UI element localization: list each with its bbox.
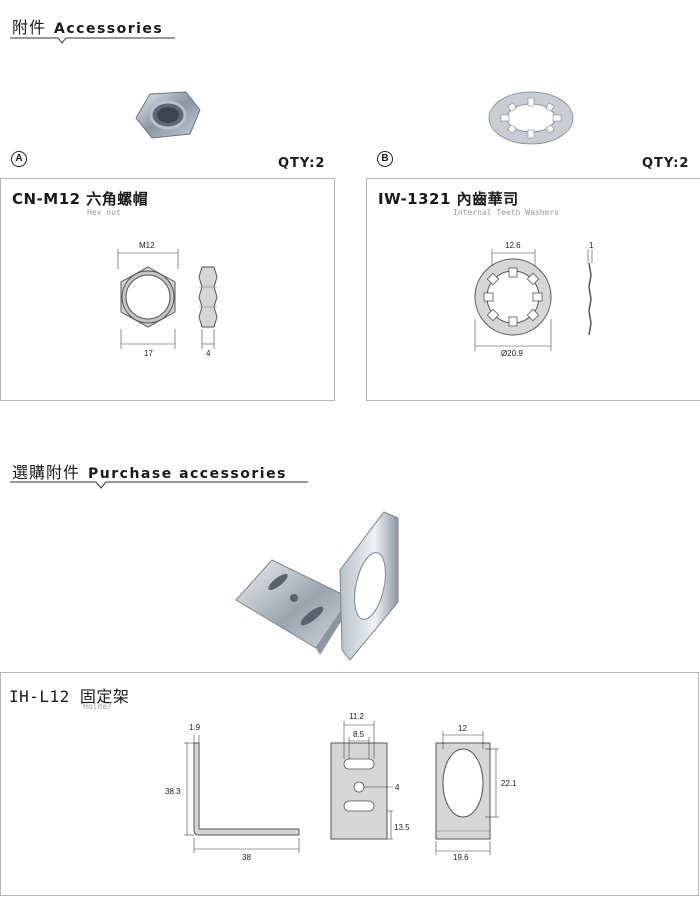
purchase-title-zh: 選購附件 (12, 463, 81, 482)
holder-dim-height: 38.3 (165, 787, 181, 796)
holder-dim-length: 38 (242, 853, 251, 862)
purchase-section-title: 選購附件 Purchase accessories (12, 459, 287, 483)
accessories-section-title: 附件 Accessories (12, 14, 163, 38)
washer-card: IW-1321 內齒華司 Internal Teeth Washers 12.6… (366, 178, 700, 401)
accessories-title-underline (10, 37, 175, 44)
purchase-title-underline (10, 481, 308, 489)
hex-nut-subtitle: Hex nut (87, 208, 121, 217)
holder-dim-thickness: 1.9 (189, 723, 201, 732)
holder-dim-bottom: 13.5 (394, 823, 410, 832)
holder-dim-plate-width: 19.6 (453, 853, 469, 862)
holder-dim-slot-inner: 8.5 (353, 730, 365, 739)
washer-dim-thickness: 1 (589, 241, 594, 250)
qty-a: QTY:2 (278, 156, 326, 171)
washer-dim-inner: 12.6 (505, 241, 521, 250)
purchase-title-en: Purchase accessories (88, 466, 287, 482)
holder-dim-slot-width: 11.2 (349, 712, 364, 721)
holder-dim-oval-height: 22.1 (501, 779, 517, 788)
washer-subtitle: Internal Teeth Washers (453, 208, 559, 217)
hex-nut-dim-thread: M12 (139, 241, 155, 250)
qty-b: QTY:2 (642, 156, 690, 171)
holder-photo (235, 511, 399, 661)
hex-nut-photo (135, 91, 201, 139)
accessories-title-en: Accessories (54, 21, 164, 37)
hex-nut-dim-thickness: 4 (206, 349, 211, 358)
hex-nut-title: CN-M12 六角螺帽 (12, 190, 149, 208)
accessories-title-zh: 附件 (12, 18, 47, 37)
washer-drawing (474, 249, 593, 351)
washer-dim-outer: Ø20.9 (501, 349, 523, 358)
hex-nut-dim-width: 17 (144, 349, 153, 358)
holder-dim-hole: 4 (395, 783, 400, 792)
holder-drawing (184, 721, 499, 855)
washer-photo (488, 91, 574, 145)
marker-b: B (377, 151, 393, 167)
holder-title: IH-L12 固定架 (9, 687, 130, 706)
marker-a: A (11, 151, 27, 167)
hex-nut-drawing (117, 249, 218, 349)
holder-subtitle: Holder (83, 702, 112, 711)
holder-card: IH-L12 固定架 Holder (0, 672, 699, 896)
holder-dim-oval-width: 12 (458, 724, 467, 733)
hex-nut-card: CN-M12 六角螺帽 Hex nut M12 17 4 (0, 178, 335, 401)
washer-title: IW-1321 內齒華司 (378, 190, 519, 208)
